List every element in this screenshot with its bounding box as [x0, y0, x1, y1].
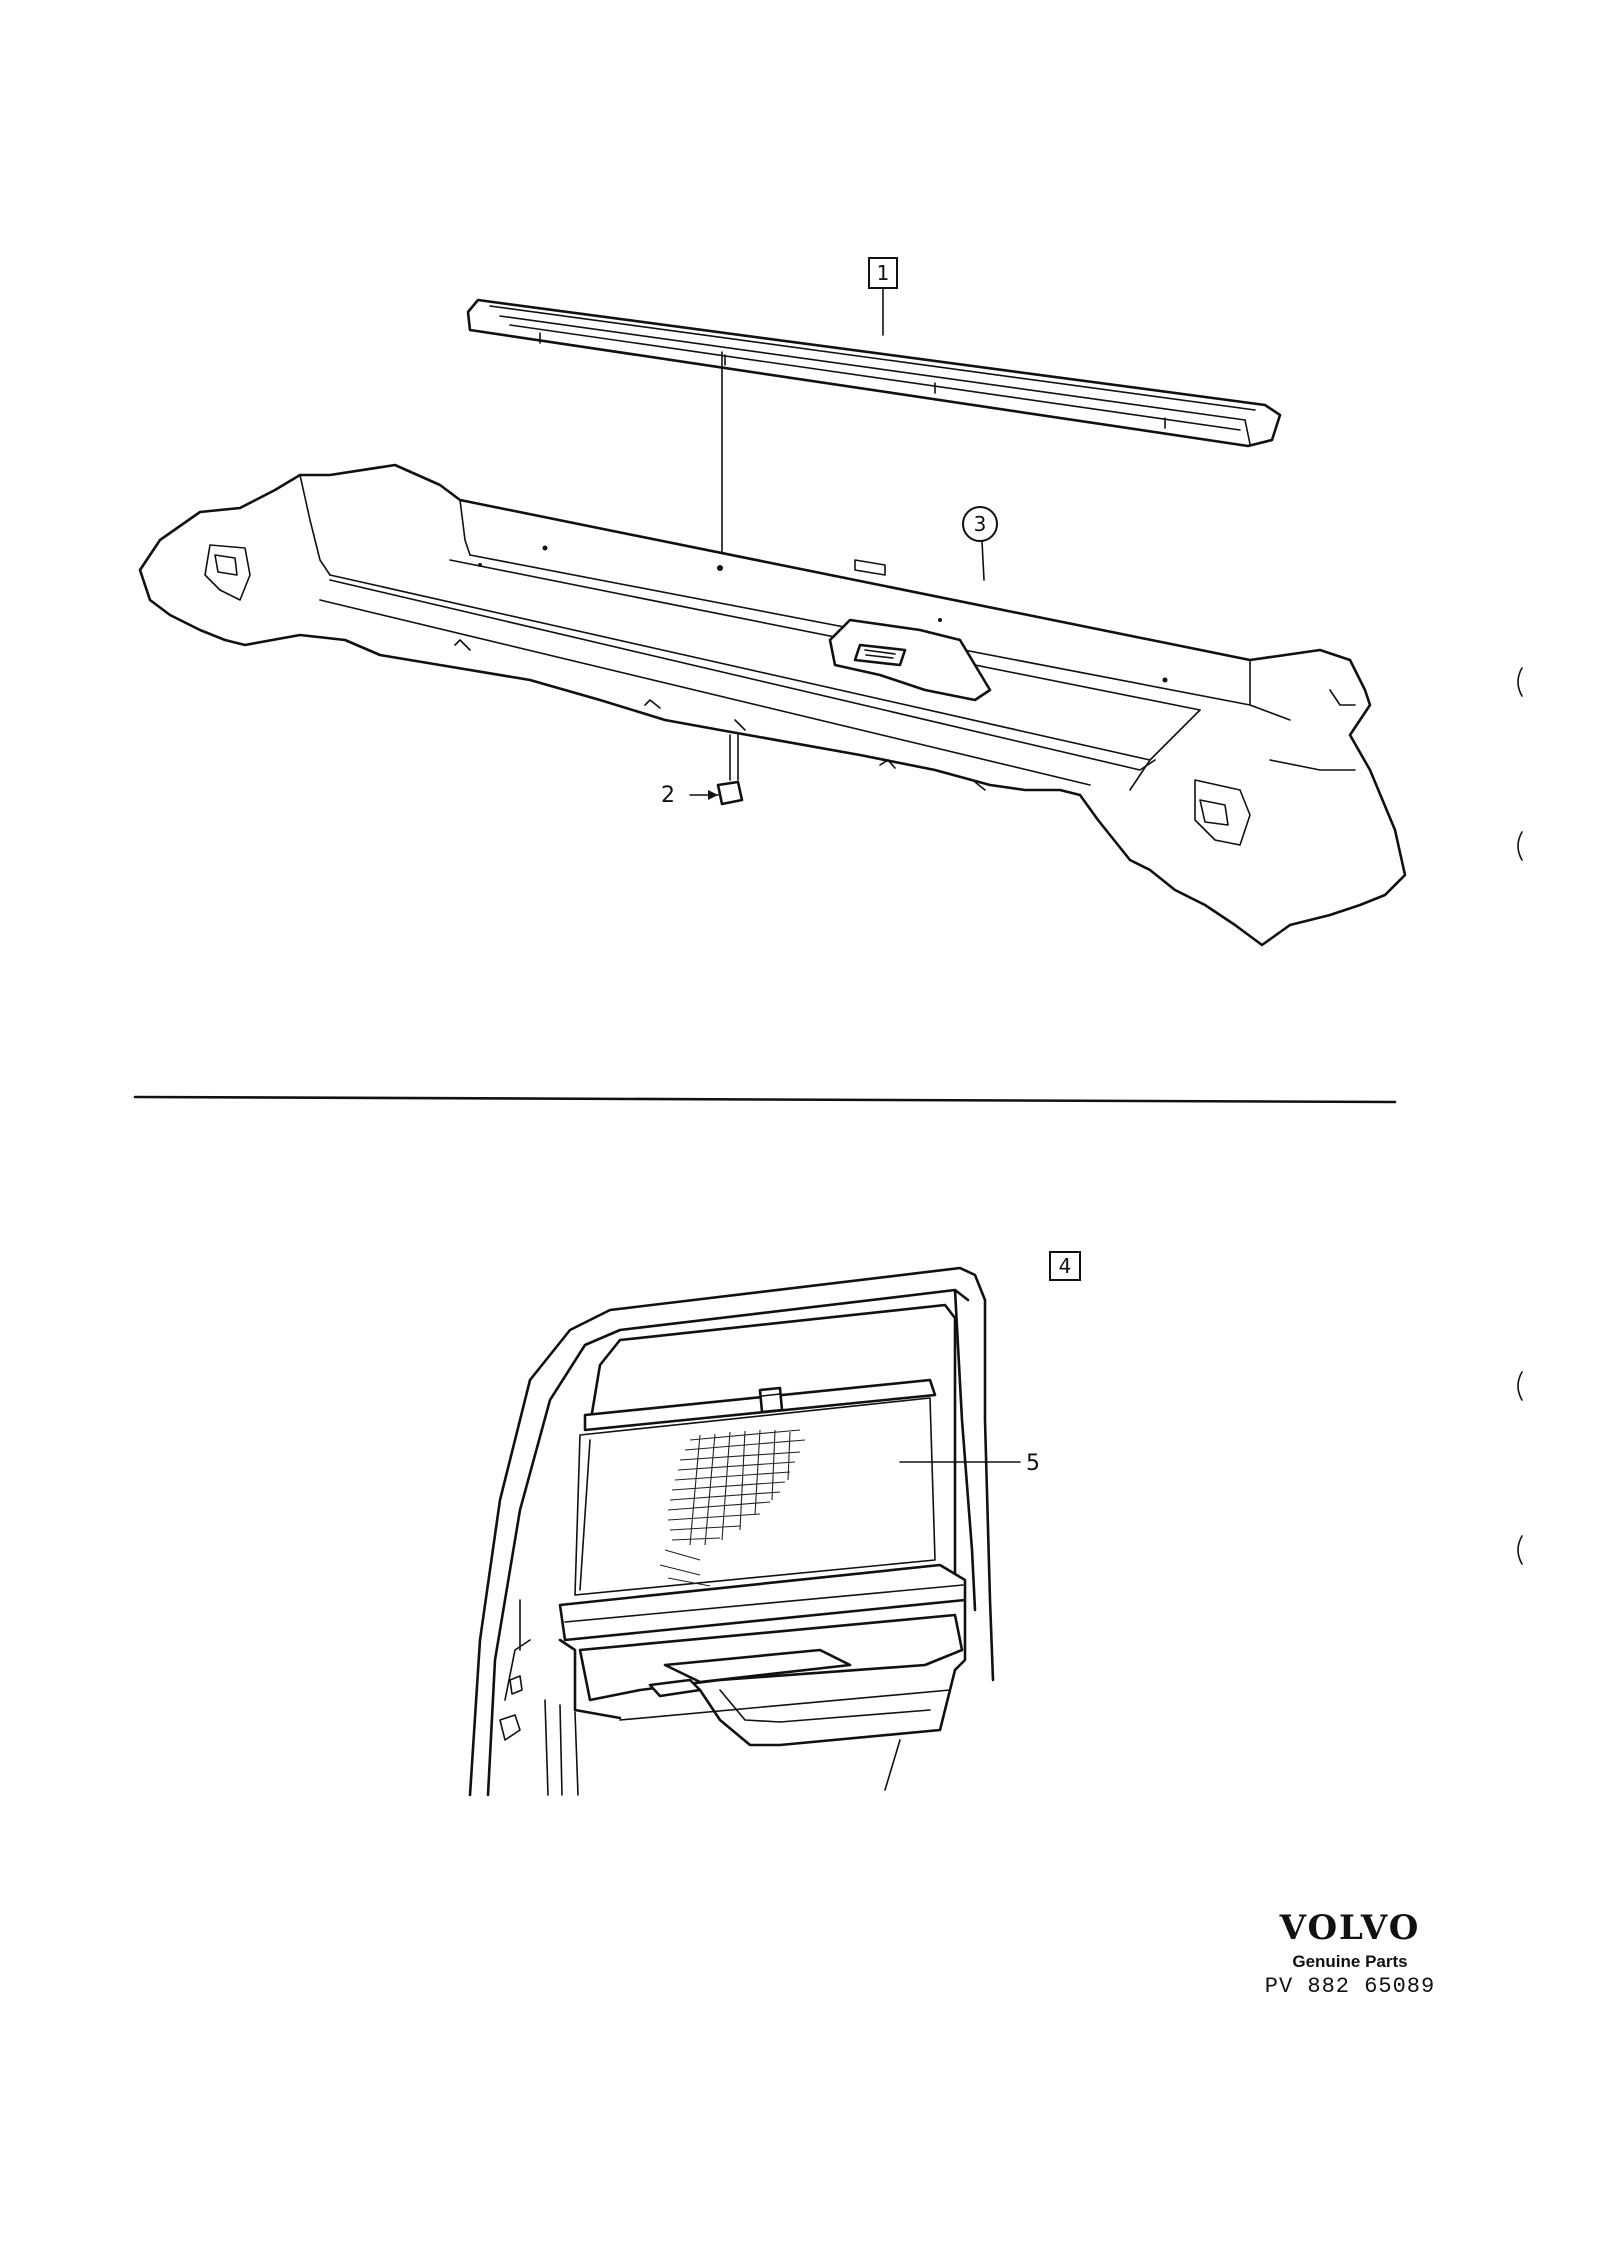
trim-strip: [466, 298, 1282, 569]
margin-marks: [1517, 667, 1523, 1565]
svg-text:3: 3: [974, 512, 987, 536]
brand-logo: VOLVO: [1279, 1908, 1421, 1948]
rear-door: [468, 1266, 1021, 1797]
callout-1: 1: [868, 257, 898, 336]
brand-subtitle: Genuine Parts: [1292, 1952, 1408, 1971]
callout-2: 2: [661, 783, 675, 808]
rear-shelf: [138, 463, 1407, 947]
callout-4: 4: [1049, 1251, 1081, 1281]
svg-text:4: 4: [1059, 1254, 1072, 1278]
callout-5: 5: [1026, 1451, 1040, 1476]
part-number: PV 882 65089: [1264, 1974, 1436, 1999]
blind-shading: [659, 1429, 806, 1587]
callout-3: 3: [962, 506, 998, 581]
svg-text:1: 1: [877, 261, 890, 285]
clip-part: [689, 780, 744, 806]
svg-text:5: 5: [1026, 1451, 1040, 1476]
svg-text:2: 2: [661, 783, 675, 808]
section-divider: [133, 1095, 1397, 1104]
